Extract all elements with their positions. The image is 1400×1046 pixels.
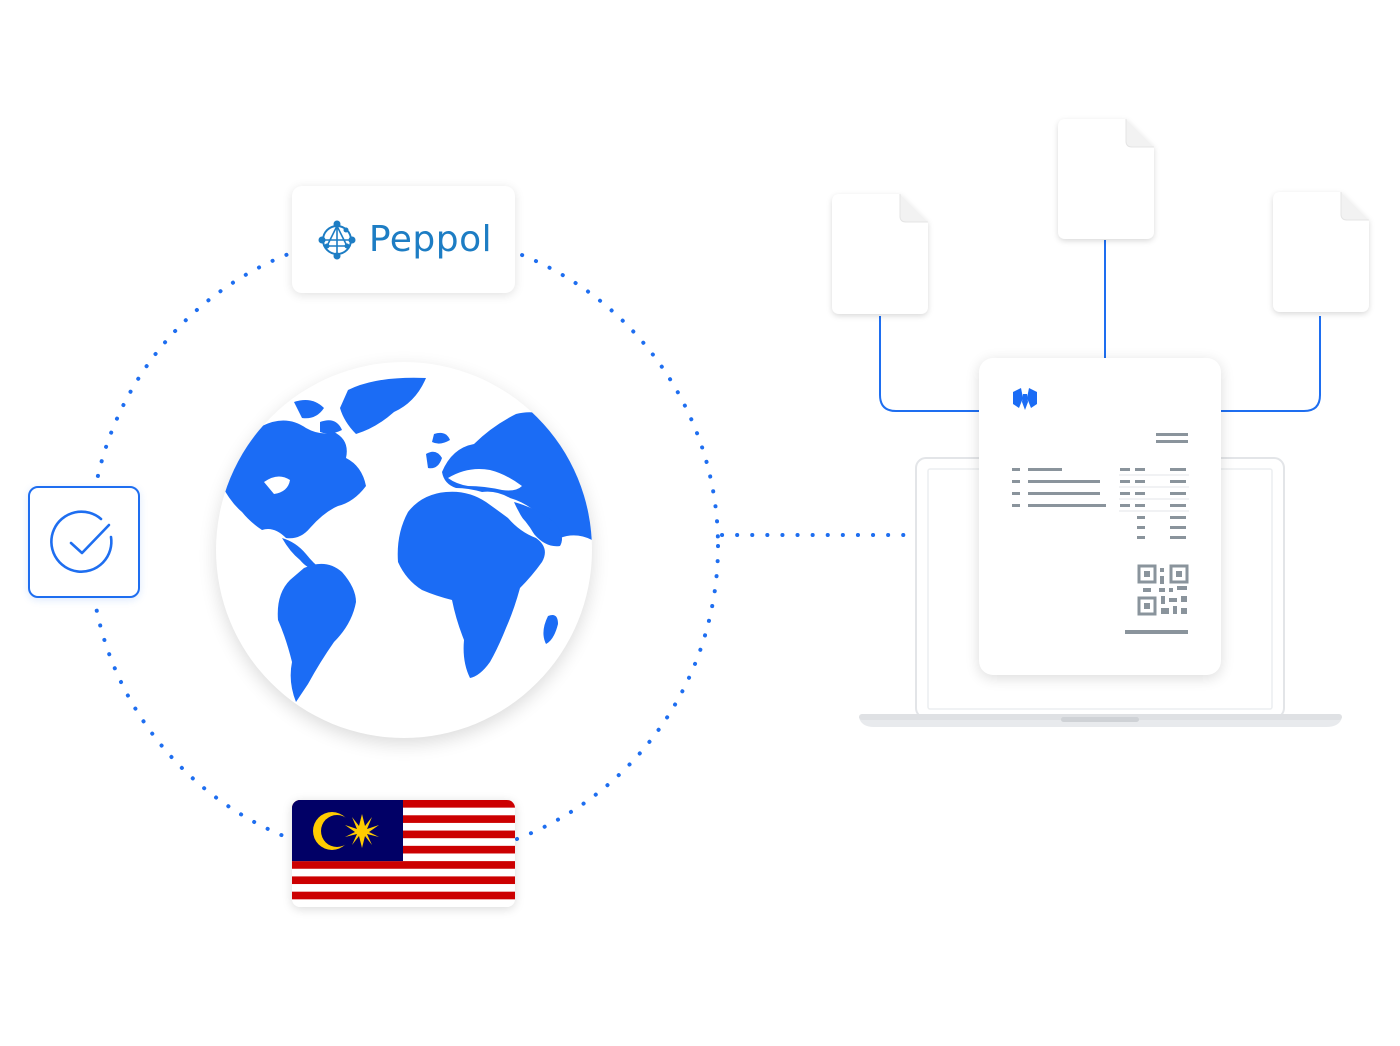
tree-line-left [879,316,979,412]
malaysia-flag-icon [292,800,515,907]
document-icon-center [1058,119,1154,239]
peppol-card: Peppol [292,186,515,293]
tree-line-right [1221,316,1321,412]
e-invoice-document [979,358,1221,675]
world-map [220,377,592,702]
check-circle-icon [50,510,113,573]
flag-graphic [292,800,515,907]
peppol-label: Peppol [368,219,493,260]
qr-code-icon [1137,564,1189,616]
peppol-network-icon [318,220,356,259]
invoice-content [1012,388,1189,634]
document-icon-left [832,194,928,314]
validation-check-card [28,486,140,598]
document-icon-right [1273,192,1369,312]
globe-icon [216,362,592,738]
company-logo-icon [1013,388,1037,410]
